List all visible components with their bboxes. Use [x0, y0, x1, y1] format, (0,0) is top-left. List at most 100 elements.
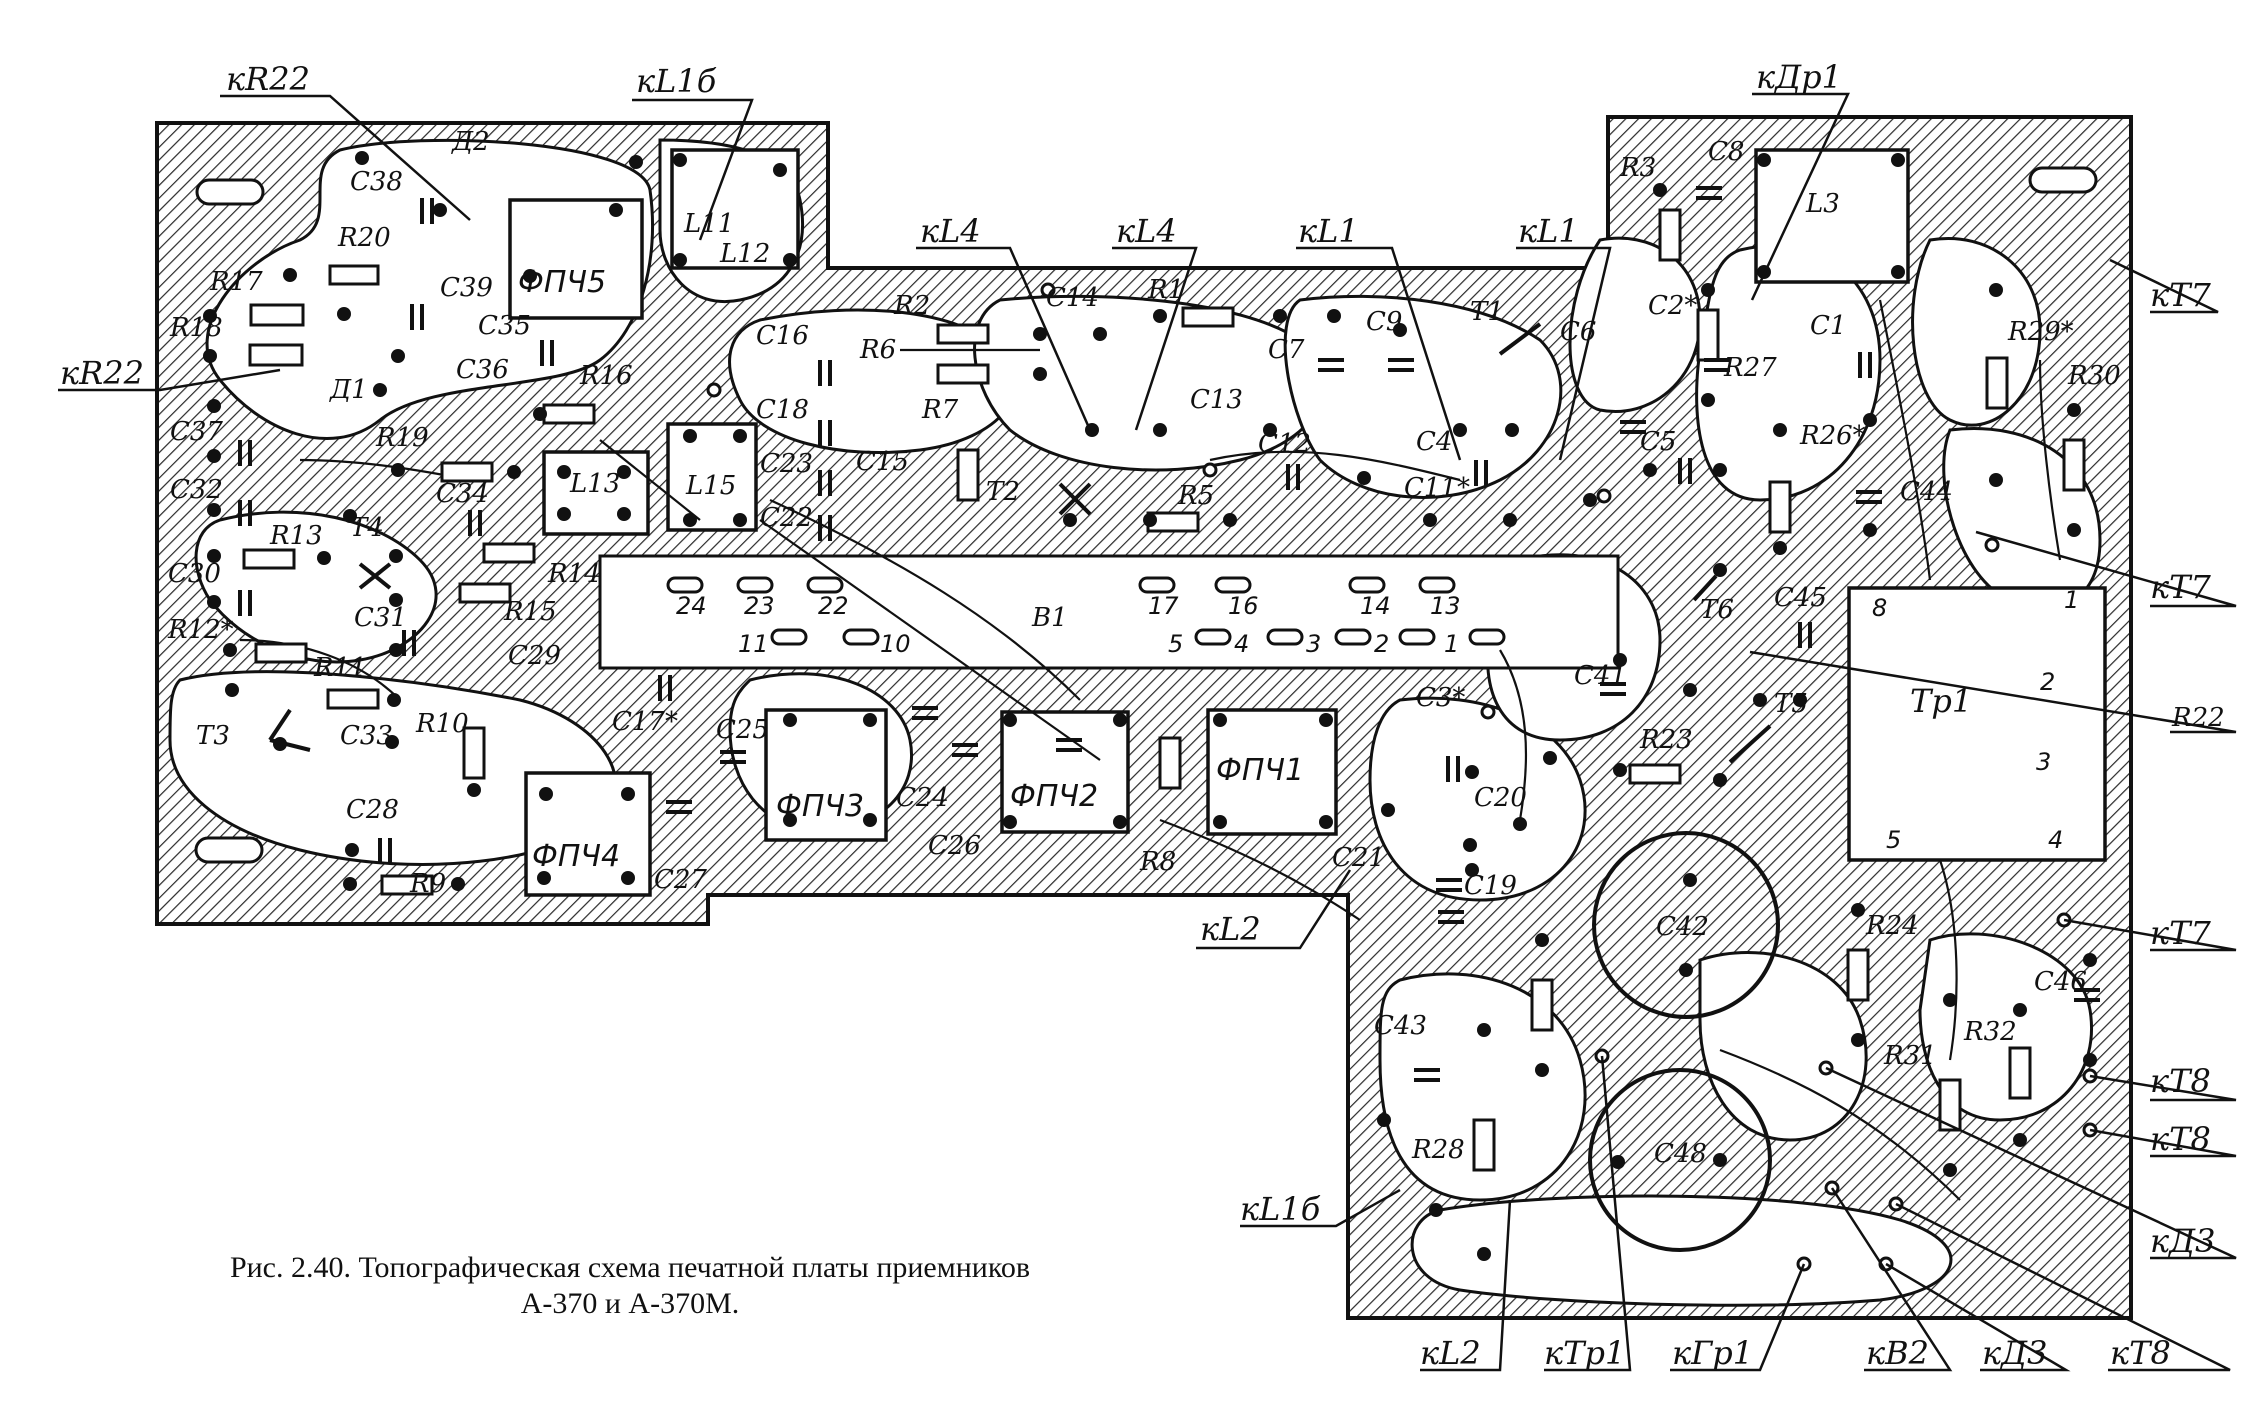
part-label: C16: [756, 321, 809, 351]
ext-label-kd3-right: кД3: [2150, 1222, 2215, 1260]
part-label: R28: [1411, 1135, 1465, 1165]
switch-pin-16: 16: [1228, 592, 1259, 620]
capacitor-c48: [1588, 1068, 1772, 1252]
module-label-fpch2: ФПЧ2: [1010, 779, 1098, 814]
part-label: C33: [340, 721, 393, 751]
switch-pin-24: 24: [676, 592, 707, 620]
solder-pads: [203, 151, 2097, 1261]
part-label: R8: [1139, 847, 1176, 877]
part-label: R15: [503, 597, 557, 627]
part-label: R29*: [2007, 317, 2074, 347]
part-label: C37: [170, 417, 223, 447]
switch-pin-13: 13: [1430, 592, 1461, 620]
part-label: R27: [1723, 353, 1777, 383]
part-label: R16: [579, 361, 633, 391]
ext-label-kt8-a: кT8: [2150, 1062, 2211, 1100]
part-label: R10: [415, 709, 469, 739]
transistor-t2: [1058, 482, 1092, 516]
resistors: [242, 208, 2086, 1172]
transformer-tr1: [1847, 586, 2107, 862]
part-label: T6: [1700, 595, 1734, 625]
part-label: C36: [456, 355, 509, 385]
part-label: R24: [1865, 911, 1919, 941]
switch-pin-3: 3: [1306, 630, 1321, 658]
part-label: C39: [440, 273, 493, 303]
ext-label-kt7-c: кT7: [2150, 914, 2211, 952]
ext-label-kl1-b: кL1: [1518, 212, 1579, 250]
transistors: [268, 322, 1772, 764]
switch-pin-slots: [666, 576, 1506, 646]
ext-label-kl4-a: кL4: [920, 212, 981, 250]
part-label: C13: [1190, 385, 1243, 415]
module-label-l13: L13: [569, 469, 620, 499]
part-label: C4: [1416, 427, 1452, 457]
switch-pin-22: 22: [818, 592, 849, 620]
part-label: R13: [269, 521, 323, 551]
part-label: B1: [1031, 603, 1068, 633]
part-label: T3: [196, 721, 230, 751]
part-label: R30: [2067, 361, 2121, 391]
part-label: C31: [354, 603, 407, 633]
part-label: C38: [350, 167, 403, 197]
switch-pin-10: 10: [880, 630, 911, 658]
part-label: C48: [1654, 1139, 1707, 1169]
part-label: C1: [1810, 311, 1846, 341]
tr1-pin-8: 8: [1872, 594, 1887, 622]
part-label: C7: [1268, 335, 1305, 365]
part-label: R20: [337, 223, 391, 253]
ext-label-kl1b-bottom: кL1б: [1240, 1190, 1321, 1228]
module-l15: [666, 422, 758, 532]
part-label: R6: [859, 335, 896, 365]
part-label: R5: [1177, 481, 1214, 511]
transistor-t1: [1498, 322, 1542, 356]
part-label: R3: [1619, 153, 1656, 183]
leader-lines: [58, 92, 2237, 1372]
part-label: C20: [1474, 783, 1527, 813]
transistor-t4: [358, 562, 392, 590]
part-label: C26: [928, 831, 981, 861]
ext-label-kr22-left: кR22: [60, 354, 144, 392]
module-fpch1: [1206, 708, 1338, 836]
mounting-slots: [194, 166, 2098, 864]
tr1-pin-2: 2: [2040, 668, 2055, 696]
part-label: C45: [1774, 583, 1827, 613]
ext-label-kt7-a: кT7: [2150, 276, 2211, 314]
part-label: R31: [1883, 1041, 1937, 1071]
switch-pin-11: 11: [738, 630, 769, 658]
ext-label-kdr1: кДр1: [1756, 58, 1842, 96]
module-l3: [1754, 148, 1910, 284]
ext-label-kr22-top: кR22: [226, 60, 310, 98]
pcb-board: [155, 115, 2133, 1320]
part-label: C17*: [612, 707, 678, 737]
part-label: C14: [1046, 283, 1099, 313]
ext-label-kl2-mid: кL2: [1200, 910, 1261, 948]
figure-caption: Рис. 2.40. Топографическая схема печатно…: [70, 1250, 1190, 1322]
switch-pin-17: 17: [1148, 592, 1179, 620]
ext-label-kt8-c: кT8: [2110, 1334, 2171, 1372]
part-label: T4: [350, 513, 384, 543]
ext-label-kb2: кB2: [1866, 1334, 1929, 1372]
module-label-fpch4: ФПЧ4: [532, 839, 620, 874]
part-label: Д2: [451, 127, 490, 157]
part-label: C8: [1708, 137, 1744, 167]
ext-label-kl1-a: кL1: [1298, 212, 1359, 250]
capacitors: [238, 186, 2100, 1082]
ext-label-kl2-bottom: кL2: [1420, 1334, 1481, 1372]
switch-pin-5: 5: [1168, 630, 1183, 658]
module-label-fpch1: ФПЧ1: [1216, 753, 1304, 788]
part-label: C41: [1574, 661, 1627, 691]
module-label-fpch3: ФПЧ3: [776, 789, 864, 824]
part-label: R7: [921, 395, 959, 425]
switch-pin-2: 2: [1374, 630, 1389, 658]
module-fpch5: [508, 198, 644, 320]
part-label: C44: [1900, 477, 1953, 507]
part-label: R11: [313, 653, 367, 683]
module-label-l12: L12: [719, 239, 770, 269]
part-label: R9: [409, 869, 446, 899]
part-label: C34: [436, 479, 489, 509]
part-label: Д1: [329, 375, 368, 405]
ext-label-kgr1: кГр1: [1672, 1334, 1753, 1372]
tr1-pin-3: 3: [2036, 748, 2051, 776]
tr1-pin-5: 5: [1886, 826, 1901, 854]
